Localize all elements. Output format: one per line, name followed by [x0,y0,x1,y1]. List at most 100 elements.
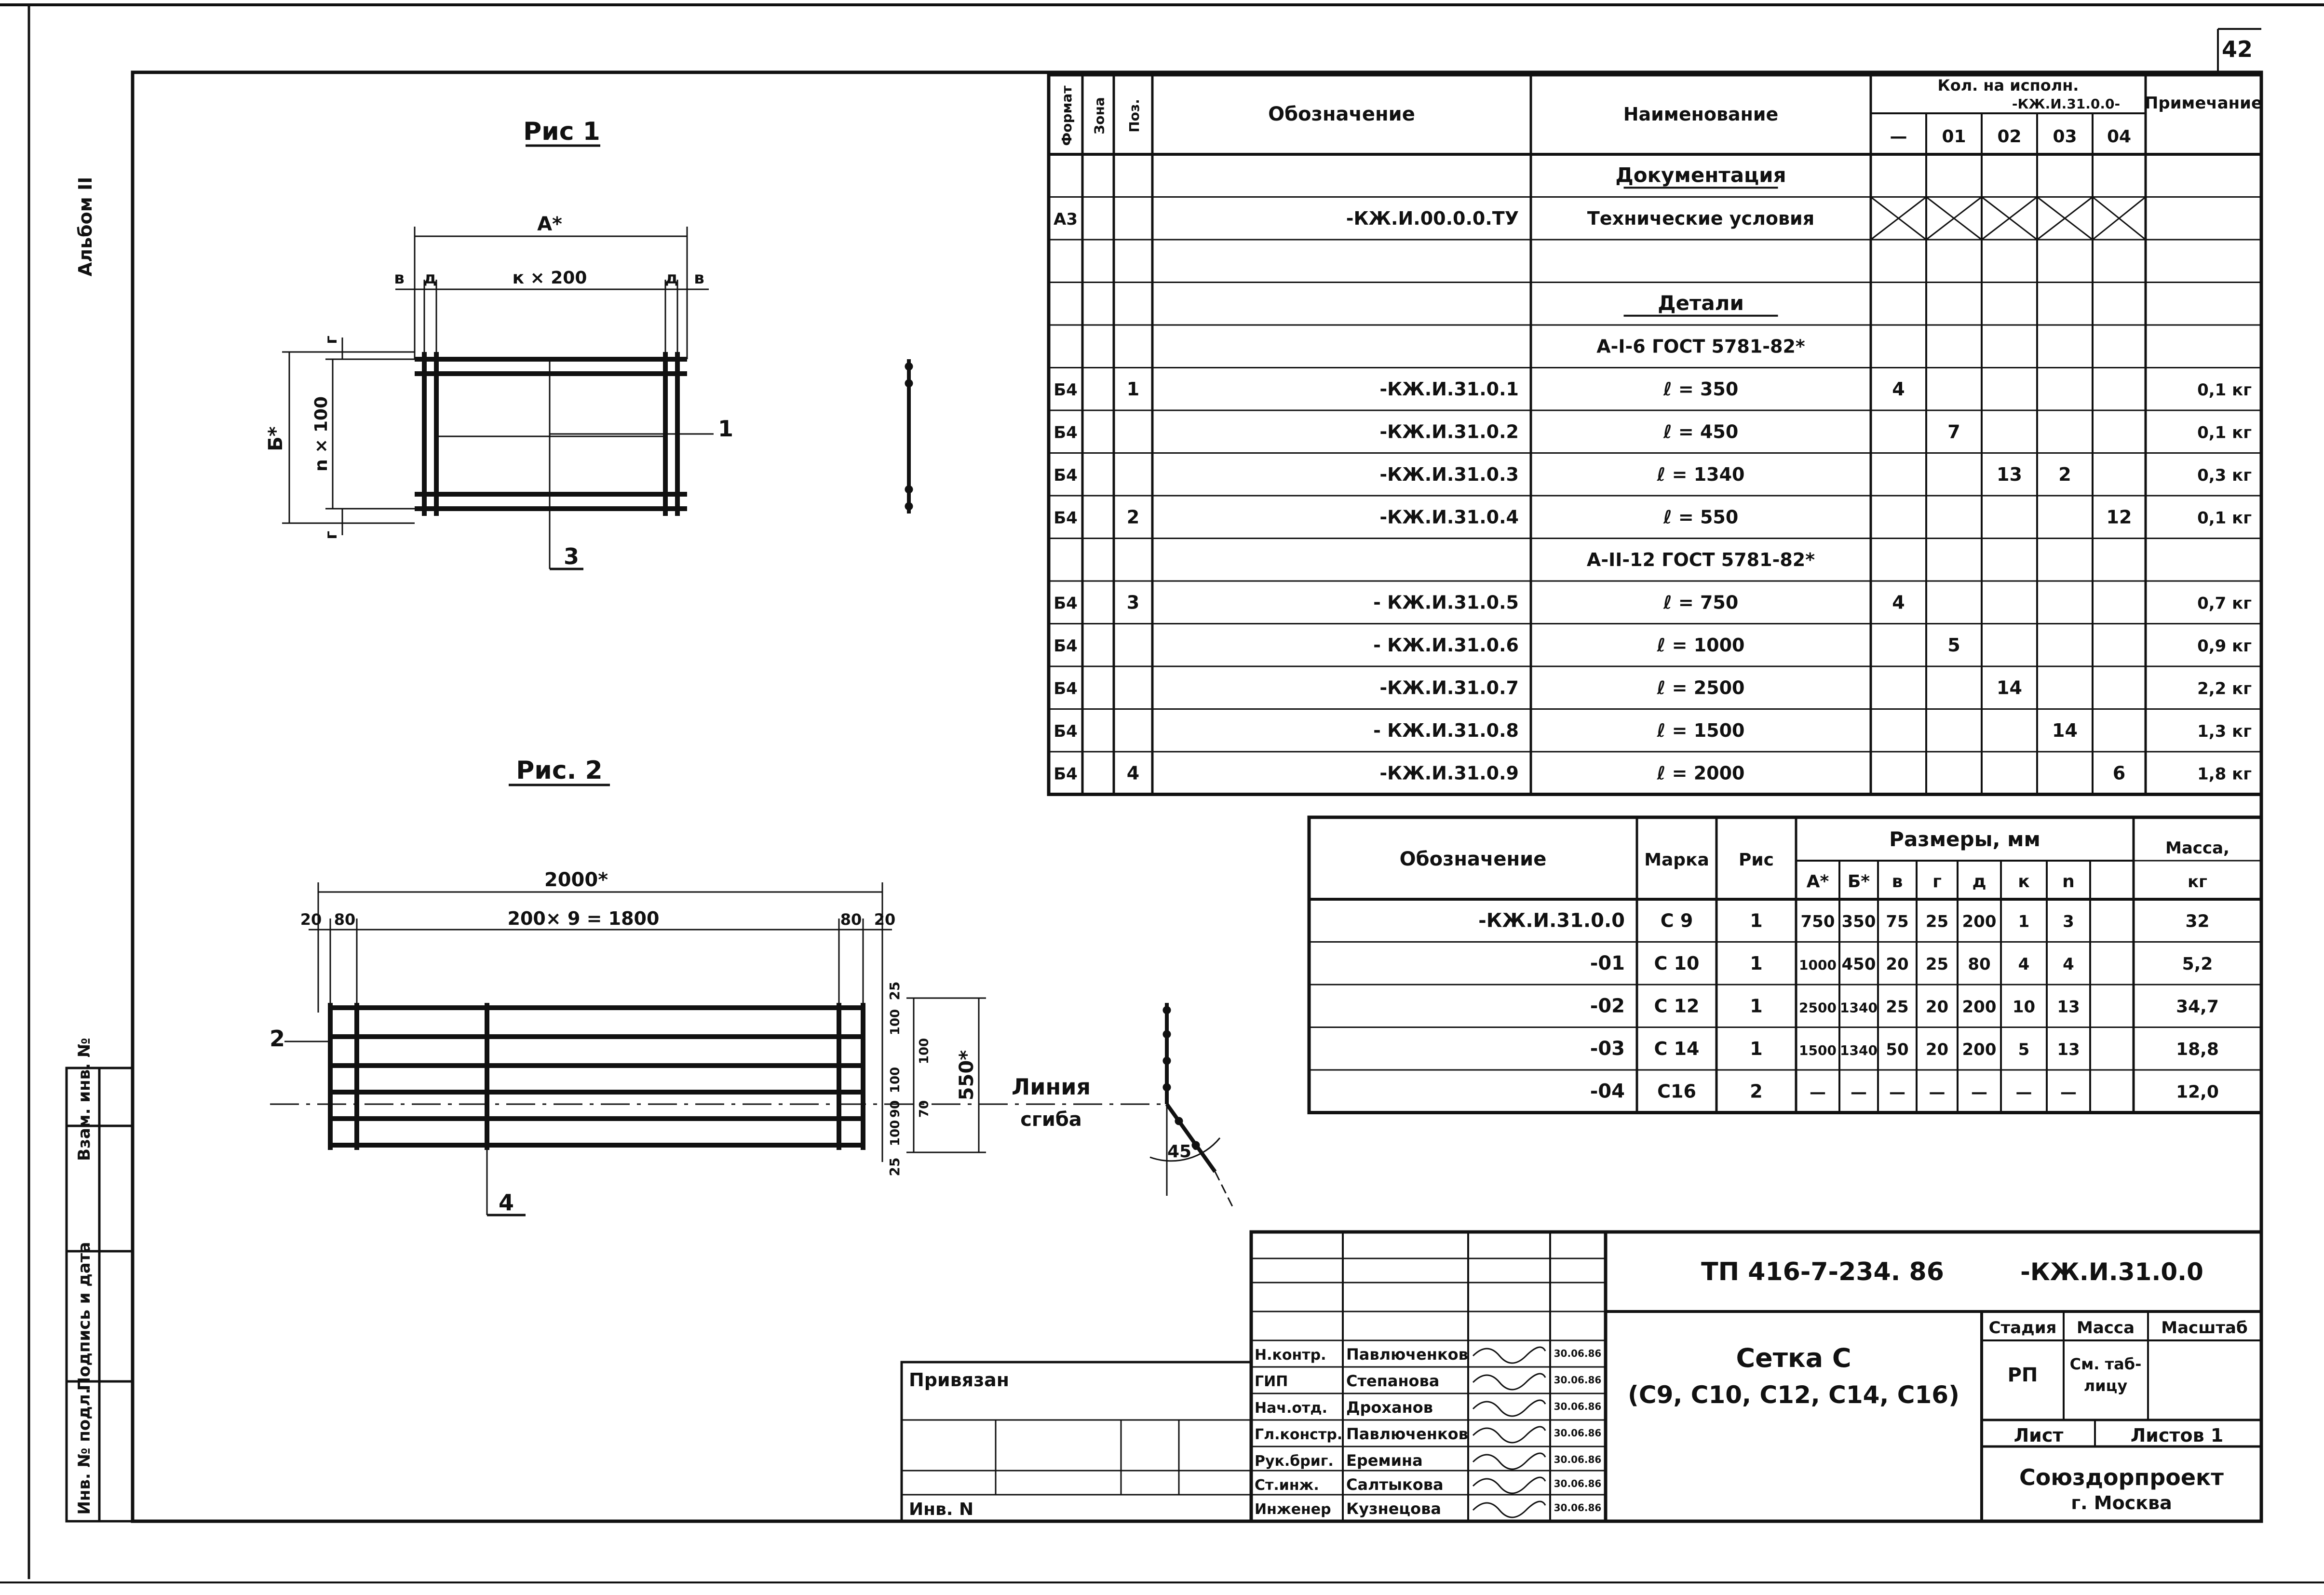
fig1-lbl-v-right: в [694,269,704,288]
spec-cell-qty: 7 [1947,421,1960,442]
sheet-label: Лист [2014,1425,2064,1446]
fig2-dim-100-d: 100 [888,1120,903,1146]
spec-cell-pos: 4 [1127,762,1139,784]
stage-label: Стадия [1989,1318,2057,1338]
mesh-cell-size: 13 [2057,1040,2080,1059]
spec-cell-designation: -КЖ.И.31.0.7 [1379,677,1519,698]
stamp-label-sign: Подпись и дата [75,1242,94,1391]
grid-line [1926,196,1982,241]
fig1-lbl-g-top: г [322,336,341,344]
mesh-cell-size: 200 [1962,997,1997,1016]
signer-role: ГИП [1255,1373,1288,1390]
spec-header-name: Наименование [1623,104,1779,125]
spec-cell-note: 1,3 кг [2197,722,2252,741]
spec-header-qty-col: 03 [2053,127,2077,147]
spec-header-qty-col: 02 [1997,127,2021,147]
mesh-cell-size: 200 [1962,1040,1997,1059]
fig1-dim-k: к × 200 [513,268,587,288]
spec-cell-name: А-II-12 ГОСТ 5781-82* [1587,549,1815,570]
mesh-cell-size: 1340 [1840,1042,1878,1058]
spec-cell-name: ℓ = 450 [1663,421,1739,442]
mesh-cell-size: 80 [1968,955,1990,974]
org-name: Союздорпроект [2019,1464,2224,1490]
spec-cell-name: ℓ = 1000 [1657,635,1745,656]
stamp-label-inv: Инв. № подл. [75,1388,94,1514]
fig2-dim-20-right: 20 [874,910,896,929]
spec-cell-designation: -КЖ.И.31.0.4 [1379,506,1519,527]
fig2-dim-100-a: 100 [888,1009,903,1035]
mesh-cell-size: 25 [1926,955,1948,974]
fig2-angle: 45° [1167,1142,1200,1162]
mesh-header-fig: Рис [1739,850,1774,870]
mesh-cell-size: 20 [1926,1040,1948,1059]
mesh-header-size-col: г [1932,872,1942,892]
mesh-cell-fig: 1 [1750,910,1762,931]
grid-line [2037,196,2093,241]
mesh-cell-mass: 32 [2185,911,2209,931]
spec-cell-note: 0,1 кг [2197,423,2252,442]
doc-code: ТП 416-7-234. 86 [1701,1257,1944,1286]
signer-role: Рук.бриг. [1255,1453,1334,1470]
signer-date: 30.06.86 [1554,1374,1602,1386]
mesh-cell-mark: С 14 [1654,1038,1700,1059]
fig1-dim-b: Б* [265,426,287,451]
spec-cell-format: Б4 [1054,594,1078,613]
mesh-cell-size: 75 [1886,912,1908,931]
sheet-title-line1: Сетка С [1736,1343,1851,1373]
fig2-dim-25-top: 25 [887,982,903,1000]
mesh-cell-size: — [1889,1082,1905,1102]
signer-name: Салтыкова [1346,1475,1444,1494]
fig2-dim-25-bottom: 25 [887,1158,903,1176]
mesh-cell-size: 1340 [1840,1000,1878,1015]
spec-cell-name: ℓ = 2000 [1657,762,1745,784]
spec-cell-note: 1,8 кг [2197,764,2252,784]
grid-line [2092,196,2146,241]
spec-cell-name: ℓ = 750 [1663,592,1739,613]
signature-mark [1472,1476,1546,1494]
bound-label: Привязан [909,1369,1009,1391]
mesh-cell-mark: С 12 [1654,995,1700,1016]
spec-cell-format: А3 [1054,210,1078,229]
signer-name: Кузнецова [1346,1500,1441,1518]
spec-header-zone: Зона [1092,97,1108,134]
signature-mark [1472,1399,1546,1417]
mesh-cell-size: 1000 [1799,957,1837,973]
mesh-cell-size: 50 [1886,1040,1908,1059]
fig2-bend-line-2: сгиба [1020,1108,1082,1131]
spec-cell-format: Б4 [1054,636,1078,656]
fig1-pos3: 3 [564,543,579,569]
spec-cell-note: 0,9 кг [2197,636,2252,656]
signer-date: 30.06.86 [1554,1348,1602,1359]
fig2: Рис. 2 [270,756,1235,1217]
mesh-cell-mass: 5,2 [2182,954,2213,974]
mesh-header-mass: Масса, [2165,838,2229,858]
album-label: Альбом II [75,177,96,276]
mesh-cell-size: 4 [2018,955,2030,974]
fig1-lbl-v-left: в [394,269,405,288]
mesh-cell-mark: С16 [1657,1081,1696,1102]
mesh-cell-size: — [1810,1082,1826,1102]
mesh-cell-mass: 12,0 [2176,1082,2219,1102]
signature-mark [1472,1500,1546,1518]
spec-cell-note: 0,7 кг [2197,594,2252,613]
fig2-dim-mid: 200× 9 = 1800 [508,908,660,929]
mesh-header-size-col: Б* [1848,872,1870,892]
mesh-cell-size: 1500 [1799,1042,1837,1058]
spec-cell-qty: 13 [1997,464,2022,485]
signer-role: Инженер [1255,1501,1331,1518]
